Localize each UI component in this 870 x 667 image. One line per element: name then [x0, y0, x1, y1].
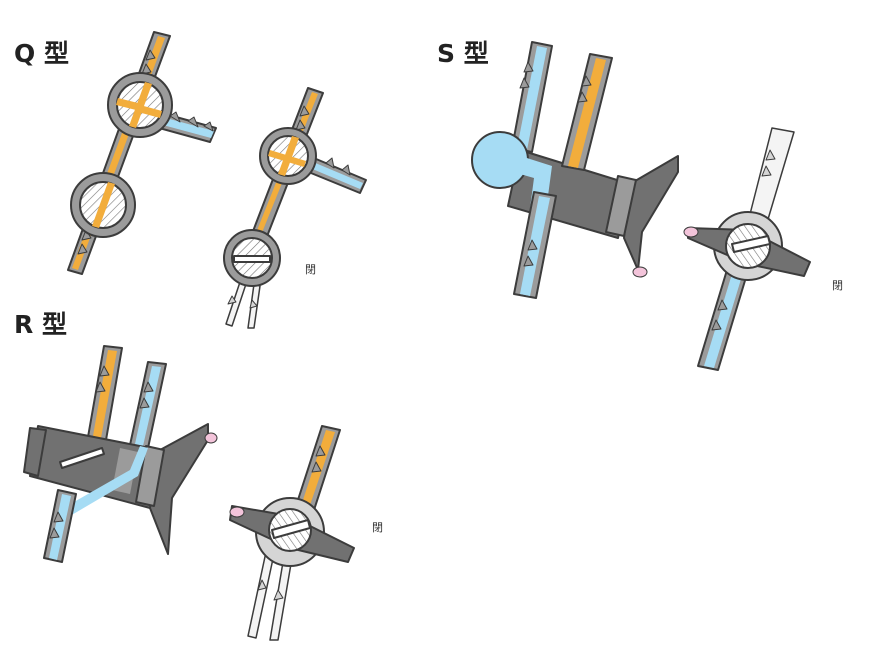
- q-closed-label: 閉: [305, 263, 316, 276]
- q-type-title: Q 型: [14, 39, 69, 68]
- s-open-lower-tube: [513, 191, 557, 299]
- s-closed-lower-tube: [697, 259, 751, 371]
- q-closed-bottom-tubes: [225, 281, 261, 329]
- s-closed-label: 閉: [832, 279, 843, 292]
- r-closed-valve: [229, 497, 355, 567]
- q-closed-upper-valve: [259, 127, 317, 185]
- s-closed-valve: [687, 211, 811, 281]
- r-open-lower-tube: [43, 489, 77, 563]
- q-stopcock-open: [67, 31, 217, 275]
- s-open-pink-tip: [632, 266, 648, 278]
- r-open-pink-tip: [204, 432, 218, 444]
- s-stopcock-closed: [683, 127, 811, 371]
- q-open-upper-valve: [107, 72, 173, 138]
- r-closed-pink-tip: [229, 506, 245, 518]
- s-open-orange-tube: [561, 53, 613, 171]
- r-closed-label: 閉: [372, 521, 383, 534]
- s-open-upper-blue-tube: [511, 41, 553, 153]
- r-stopcock-closed: [229, 425, 355, 641]
- q-open-lower-valve: [70, 172, 136, 238]
- r-open-blue-tube: [129, 361, 167, 449]
- r-closed-orange-tube: [295, 425, 341, 511]
- q-stopcock-closed: [223, 87, 367, 329]
- r-open-orange-tube: [87, 345, 123, 441]
- r-type-title: R 型: [14, 310, 67, 339]
- q-closed-lower-valve: [223, 229, 281, 287]
- s-type-title: S 型: [437, 39, 489, 68]
- s-closed-upper-tube: [747, 127, 795, 227]
- r-stopcock-open: [23, 345, 218, 563]
- s-stopcock-open: [471, 41, 679, 299]
- q-open-main-tube: [67, 31, 171, 275]
- s-closed-pink-tip: [683, 226, 699, 238]
- r-open-body: [23, 423, 209, 555]
